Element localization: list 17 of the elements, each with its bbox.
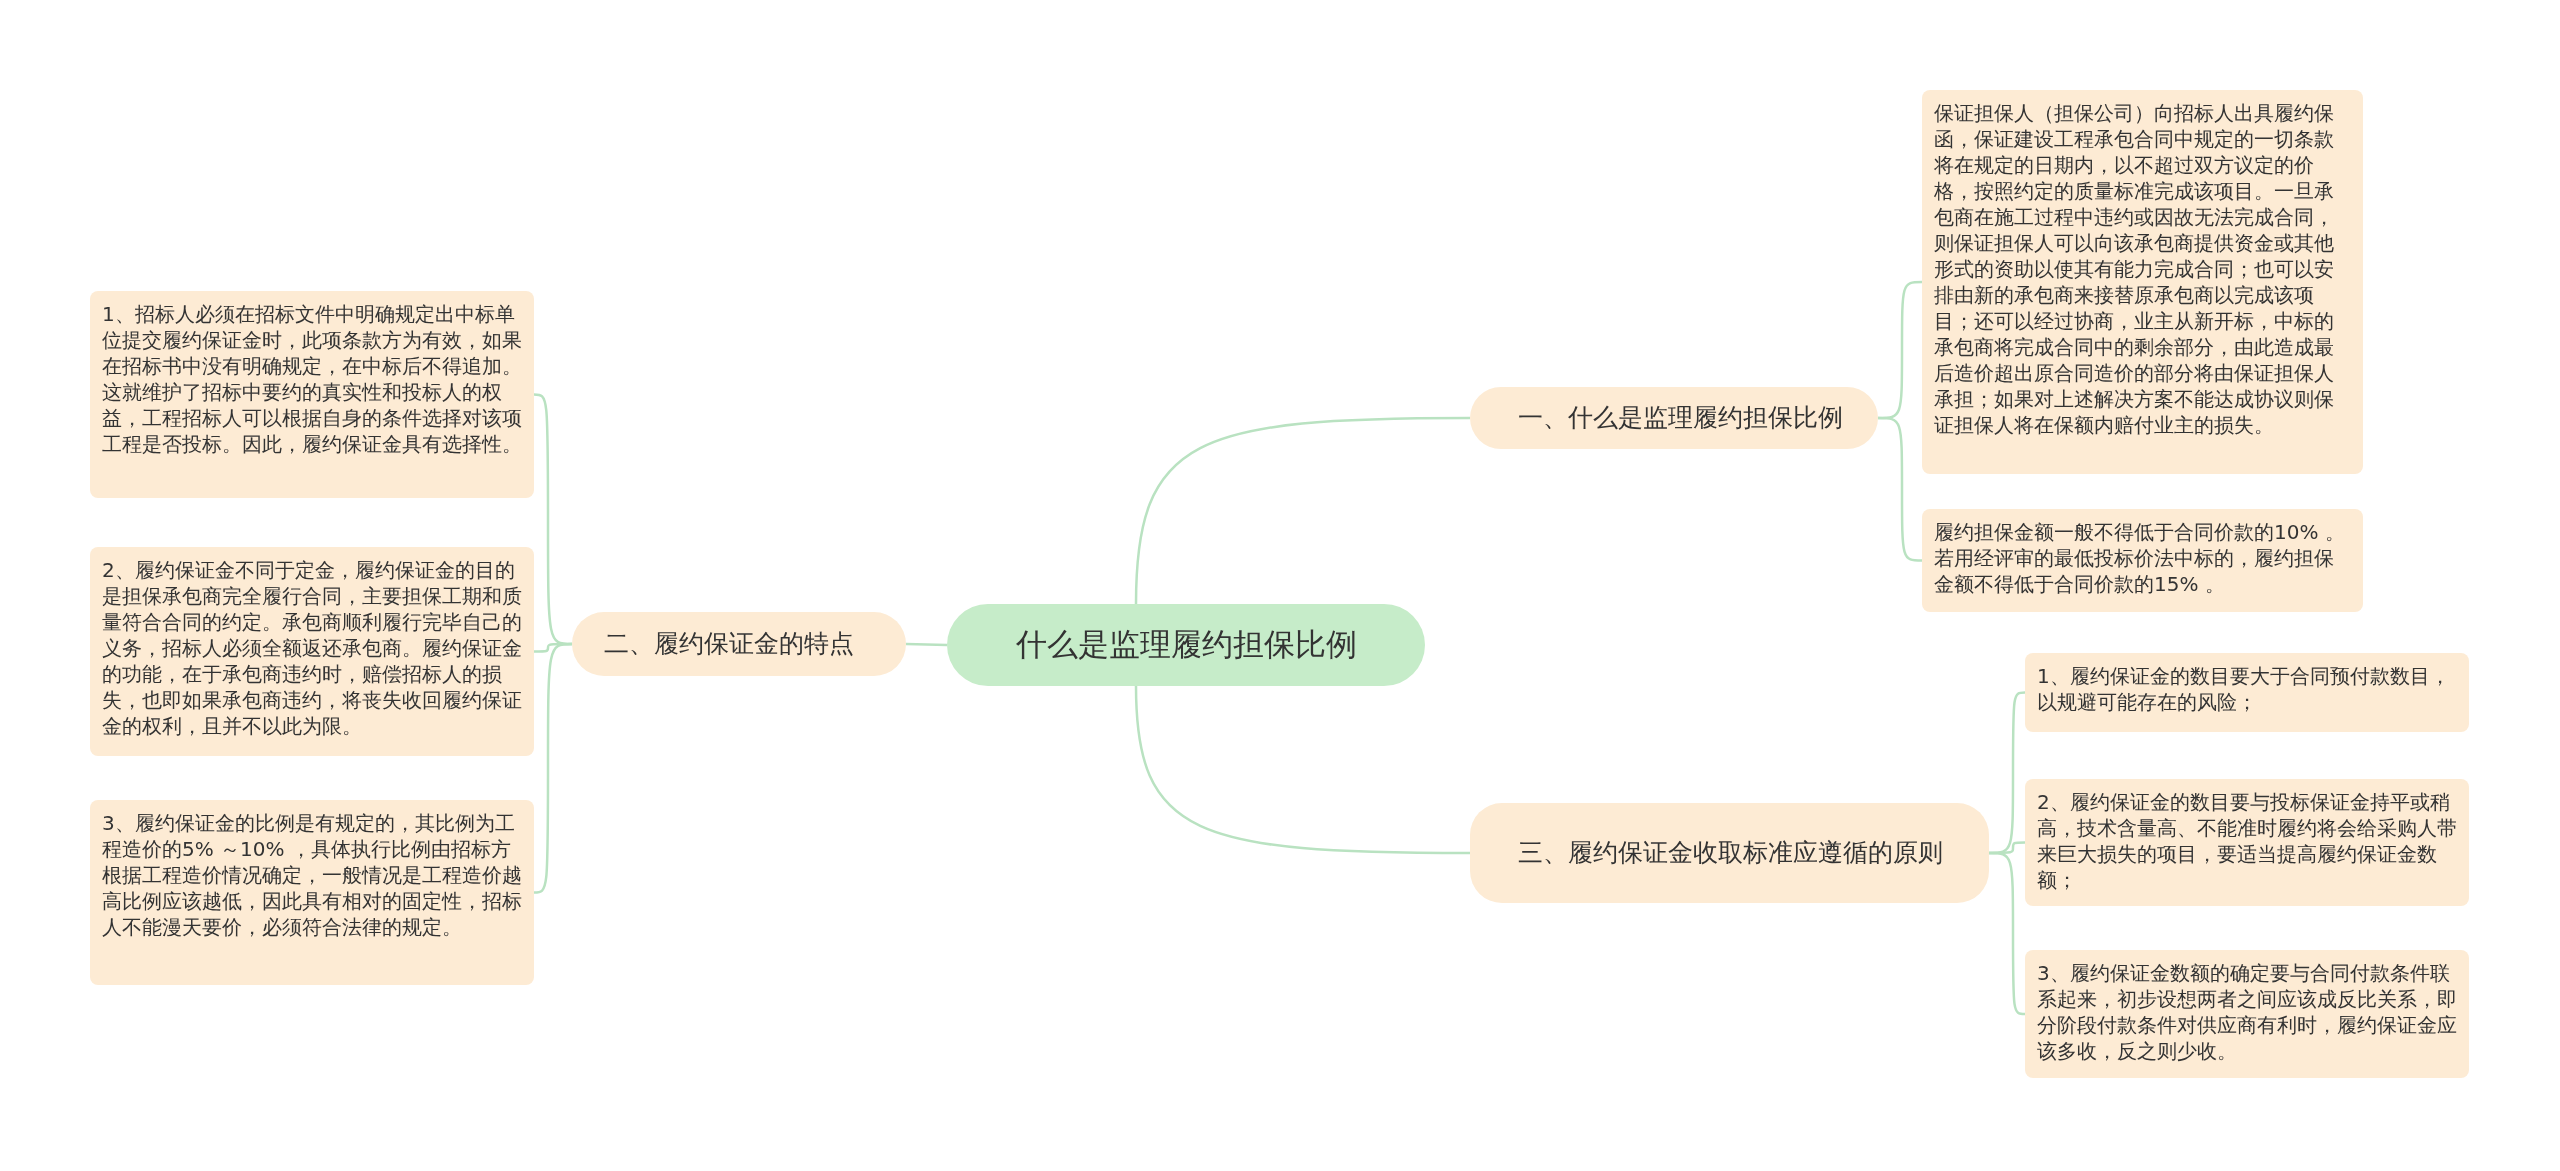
note-card: 1、招标人必须在招标文件中明确规定出中标单位提交履约保证金时，此项条款方为有效，如果在招标书中没有明确规定，在中标后不得追加。这就维护了招标中要约的真实性和投标人的权益，工程招标人可以根据自身的条件选择对该项工程是否投标。因此，履约保证金具有选择性。	[90, 291, 534, 498]
note-card: 1、履约保证金的数目要大于合同预付款数目，以规避可能存在的风险；	[2025, 653, 2469, 732]
note-card: 2、履约保证金的数目要与投标保证金持平或稍高，技术含量高、不能准时履约将会给采购人带来巨大损失的项目，要适当提高履约保证金数额；	[2025, 779, 2469, 906]
connector-line	[905, 642, 948, 647]
branch-bubble: 一、什么是监理履约担保比例	[1470, 387, 1878, 449]
note-card: 3、履约保证金的比例是有规定的，其比例为工程造价的5% ～10% ，具体执行比例由招标方根据工程造价情况确定，一般情况是工程造价越高比例应该越低，因此具有相对的固定性，招标人不能漫天要价，必须符合法律的规定。	[90, 800, 534, 985]
topic-bubble: 什么是监理履约担保比例	[947, 604, 1425, 686]
note-card: 履约担保金额一般不得低于合同价款的10% 。若用经评审的最低投标价法中标的，履约担保金额不得低于合同价款的15% 。	[1922, 509, 2363, 612]
note-card: 2、履约保证金不同于定金，履约保证金的目的是担保承包商完全履行合同，主要担保工期和质量符合合同的约定。承包商顺利履行完毕自己的义务，招标人必须全额返还承包商。履约保证金的功能，在于承包商违约时，赔偿招标人的损失，也即如果承包商违约，将丧失收回履约保证金的权利，且并不以此为限。	[90, 547, 534, 756]
branch-bubble: 二、履约保证金的特点	[572, 612, 906, 676]
note-card: 3、履约保证金数额的确定要与合同付款条件联系起来，初步设想两者之间应该成反比关系，即分阶段付款条件对供应商有利时，履约保证金应该多收，反之则少收。	[2025, 950, 2469, 1078]
note-card: 保证担保人（担保公司）向招标人出具履约保函，保证建设工程承包合同中规定的一切条款将在规定的日期内，以不超过双方议定的价格，按照约定的质量标准完成该项目。一旦承包商在施工过程中违约或因故无法完成合同，则保证担保人可以向该承包商提供资金或其他形式的资助以使其有能力完成合同；也可以安排由新的承包商来接替原承包商以完成该项目；还可以经过协商，业主从新开标，中标的承包商将完成合同中的剩余部分，由此造成最后造价超出原合同造价的部分将由保证担保人承担；如果对上述解决方案不能达成协议则保证担保人将在保额内赔付业主的损失。	[1922, 90, 2363, 474]
connector-line	[1134, 416, 1470, 605]
connector-line	[1134, 685, 1470, 855]
branch-bubble: 三、履约保证金收取标准应遵循的原则	[1470, 803, 1989, 903]
connector-line	[1989, 851, 2026, 1016]
connector-line	[533, 642, 572, 894]
